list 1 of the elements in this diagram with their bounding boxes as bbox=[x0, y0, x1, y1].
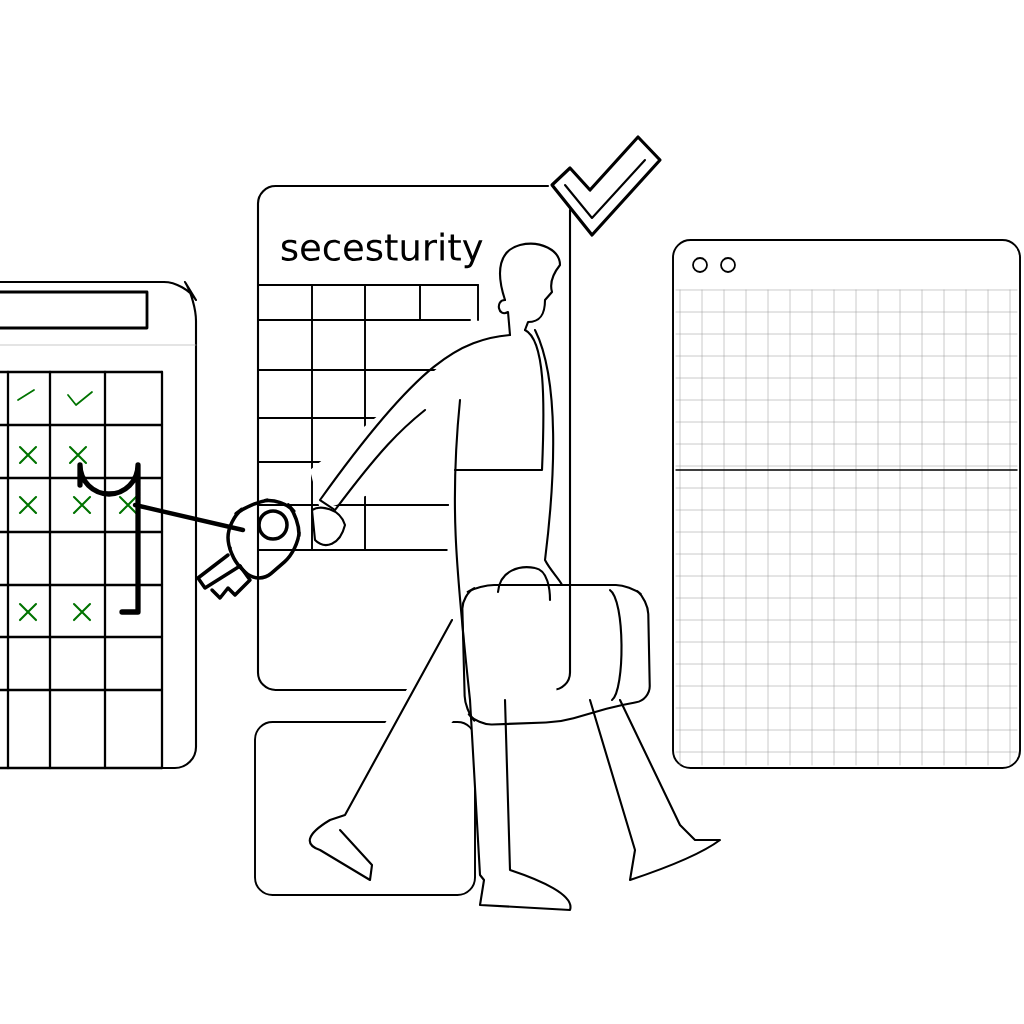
calendar-panel: secesturity bbox=[256, 184, 572, 692]
